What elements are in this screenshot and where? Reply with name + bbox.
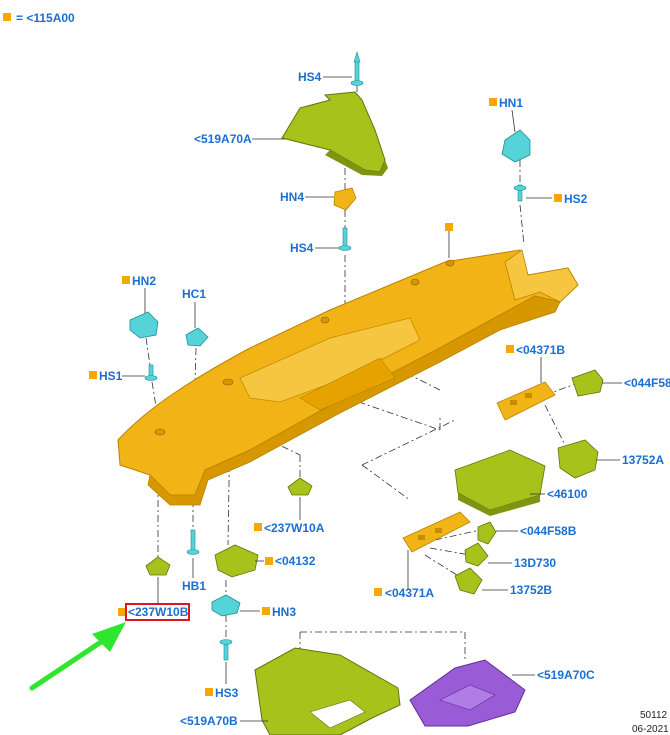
screw-hs3	[219, 639, 233, 661]
module-13752b	[454, 567, 483, 595]
screw-hs4-mid	[338, 227, 352, 251]
marker-hs3	[205, 688, 213, 696]
label-237w10b: <237W10B	[128, 605, 189, 619]
diagram-date: 06-2021	[632, 724, 669, 735]
marker-hs2	[554, 194, 562, 202]
bracket-519a70a	[281, 91, 388, 176]
marker-237w10b	[118, 608, 126, 616]
label-hs2: HS2	[564, 192, 588, 206]
clip-hc1	[185, 327, 209, 347]
marker-04371b	[506, 345, 514, 353]
legend-text: = <115A00	[16, 11, 75, 25]
bracket-237w10a	[287, 477, 313, 496]
sensor-04132	[214, 544, 259, 578]
label-13752a: 13752A	[622, 453, 664, 467]
label-hb1: HB1	[182, 579, 206, 593]
bracket-237w10b	[145, 556, 171, 576]
marker-hn3	[262, 607, 270, 615]
sensor-13d730	[464, 542, 489, 567]
label-hs4-top: HS4	[298, 70, 322, 84]
nut-hn2	[129, 311, 159, 339]
label-hn2: HN2	[132, 274, 156, 288]
label-237w10a: <237W10A	[264, 521, 325, 535]
marker-04371a	[374, 588, 382, 596]
pointer-arrow	[29, 622, 126, 691]
label-46100: <46100	[547, 487, 588, 501]
label-hs1: HS1	[99, 369, 123, 383]
label-hc1: HC1	[182, 287, 206, 301]
label-04371a: <04371A	[385, 586, 434, 600]
marker-hn2	[122, 276, 130, 284]
diagram-code: 50112	[640, 710, 668, 721]
marker-hn1	[489, 98, 497, 106]
legend-marker	[3, 13, 11, 21]
nut-hn4	[333, 187, 357, 211]
label-hn1: HN1	[499, 96, 523, 110]
switch-044f58b	[477, 521, 497, 545]
module-13752a	[557, 439, 599, 479]
bracket-04371a	[402, 511, 471, 553]
label-04132: <04132	[275, 554, 316, 568]
highlight-box	[125, 603, 190, 621]
label-hn4: HN4	[280, 190, 304, 204]
module-46100	[454, 449, 546, 516]
label-hs4-mid: HS4	[290, 241, 314, 255]
label-044f58b: <044F58B	[520, 524, 577, 538]
label-519a70c: <519A70C	[537, 668, 595, 682]
screw-hs4-top	[350, 50, 364, 86]
label-519a70a: <519A70A	[194, 132, 252, 146]
screw-hs2	[513, 184, 527, 202]
label-519a70b: <519A70B	[180, 714, 238, 728]
panel-519a70b	[254, 647, 401, 735]
label-04371b: <04371B	[516, 343, 565, 357]
label-044f58: <044F58	[624, 376, 670, 390]
screw-hb1	[186, 529, 200, 555]
label-13d730: 13D730	[514, 556, 556, 570]
bracket-04371b	[496, 381, 556, 421]
nut-hn3	[211, 594, 241, 617]
marker-hs1	[89, 371, 97, 379]
label-13752b: 13752B	[510, 583, 552, 597]
panel-519a70c	[409, 659, 526, 727]
marker-tray	[445, 223, 453, 231]
marker-04132	[265, 557, 273, 565]
marker-237w10a	[254, 523, 262, 531]
switch-044f58	[571, 369, 604, 397]
label-hn3: HN3	[272, 605, 296, 619]
package-tray-panel	[117, 249, 579, 506]
screw-hs1	[144, 364, 158, 381]
label-hs3: HS3	[215, 686, 239, 700]
nut-hn1	[501, 129, 531, 163]
